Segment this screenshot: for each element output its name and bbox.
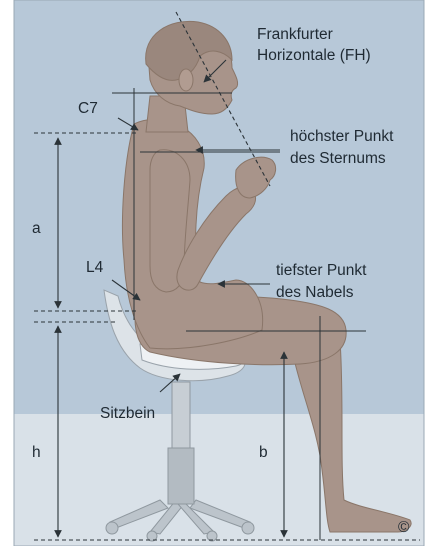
label-h: h	[32, 444, 41, 461]
label-b: b	[259, 444, 268, 461]
copyright-mark: ©	[398, 519, 410, 536]
label-navel-2: des Nabels	[276, 284, 354, 301]
label-fh-2: Horizontale (FH)	[257, 47, 371, 64]
chair-column-lower	[168, 448, 194, 504]
label-l4: L4	[86, 259, 104, 276]
label-navel-1: tiefster Punkt	[276, 262, 367, 279]
label-a: a	[32, 220, 41, 237]
label-sternum-2: des Sternums	[290, 150, 386, 167]
label-fh-1: Frankfurter	[257, 26, 333, 43]
label-c7: C7	[78, 100, 98, 117]
label-sitzbein: Sitzbein	[100, 405, 155, 422]
ear	[179, 69, 193, 91]
label-sternum-1: höchster Punkt	[290, 128, 394, 145]
